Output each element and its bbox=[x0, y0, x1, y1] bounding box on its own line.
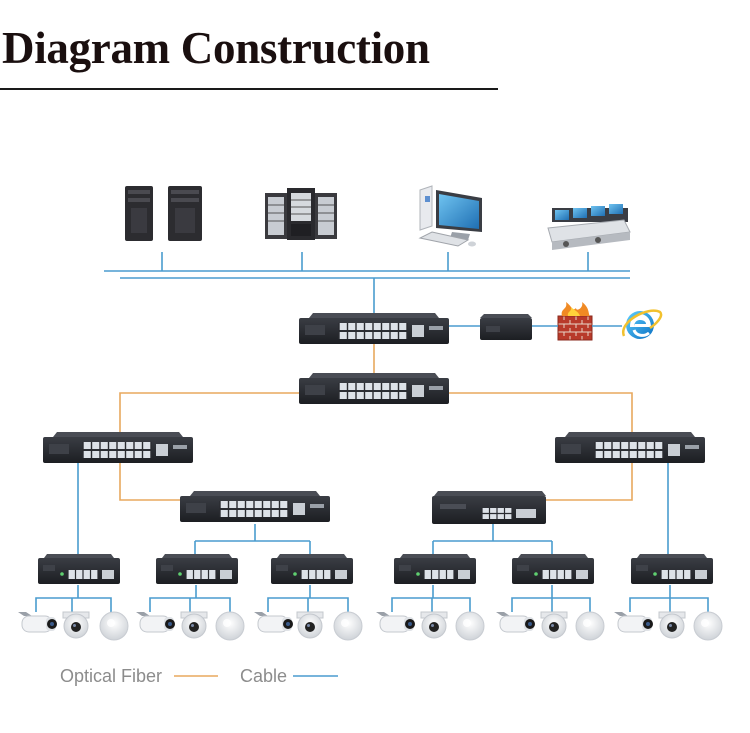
aggregation-switch bbox=[298, 372, 450, 405]
access-switch-center-left bbox=[179, 490, 331, 523]
internet-explorer-icon bbox=[622, 309, 663, 339]
ceiling-ap-icon bbox=[333, 611, 363, 641]
poe-switch-3 bbox=[270, 553, 354, 585]
top-bus bbox=[104, 252, 630, 318]
bullet-camera-icon bbox=[253, 611, 294, 633]
diagram-title: Diagram Construction bbox=[2, 23, 430, 73]
router-icon bbox=[480, 314, 532, 340]
desktop-computer-icon bbox=[418, 185, 482, 247]
bullet-camera-icon bbox=[495, 611, 536, 633]
bullet-camera-icon bbox=[375, 611, 416, 633]
firewall-icon bbox=[557, 302, 593, 341]
bullet-camera-icon bbox=[135, 611, 176, 633]
legend-fiber-label: Optical Fiber bbox=[60, 666, 163, 686]
poe-switch-6 bbox=[630, 553, 714, 585]
title-underline bbox=[0, 88, 498, 90]
bullet-camera-icon bbox=[613, 611, 654, 633]
dome-camera-icon bbox=[658, 611, 686, 639]
tower-server-icon bbox=[125, 186, 202, 241]
bullet-camera-icon bbox=[17, 611, 58, 633]
rack-server-icon bbox=[265, 188, 337, 240]
dome-camera-icon bbox=[420, 611, 448, 639]
poe-switch-1 bbox=[37, 553, 121, 585]
optical-fiber-links bbox=[119, 344, 633, 501]
ceiling-ap-icon bbox=[455, 611, 485, 641]
ceiling-ap-icon bbox=[693, 611, 723, 641]
access-switch-left bbox=[42, 431, 194, 464]
poe-switch-5 bbox=[511, 553, 595, 585]
dome-camera-icon bbox=[180, 611, 208, 639]
poe-switch-4 bbox=[393, 553, 477, 585]
cable-links bbox=[35, 463, 709, 612]
control-room-icon bbox=[547, 204, 631, 250]
core-switch bbox=[298, 312, 450, 345]
poe-switch-2 bbox=[155, 553, 239, 585]
access-switch-right bbox=[554, 431, 706, 464]
ceiling-ap-icon bbox=[575, 611, 605, 641]
ceiling-ap-icon bbox=[99, 611, 129, 641]
dome-camera-icon bbox=[62, 611, 90, 639]
legend-cable-label: Cable bbox=[240, 666, 288, 686]
ceiling-ap-icon bbox=[215, 611, 245, 641]
access-switch-center-right bbox=[432, 491, 546, 524]
dome-camera-icon bbox=[540, 611, 568, 639]
dome-camera-icon bbox=[296, 611, 324, 639]
